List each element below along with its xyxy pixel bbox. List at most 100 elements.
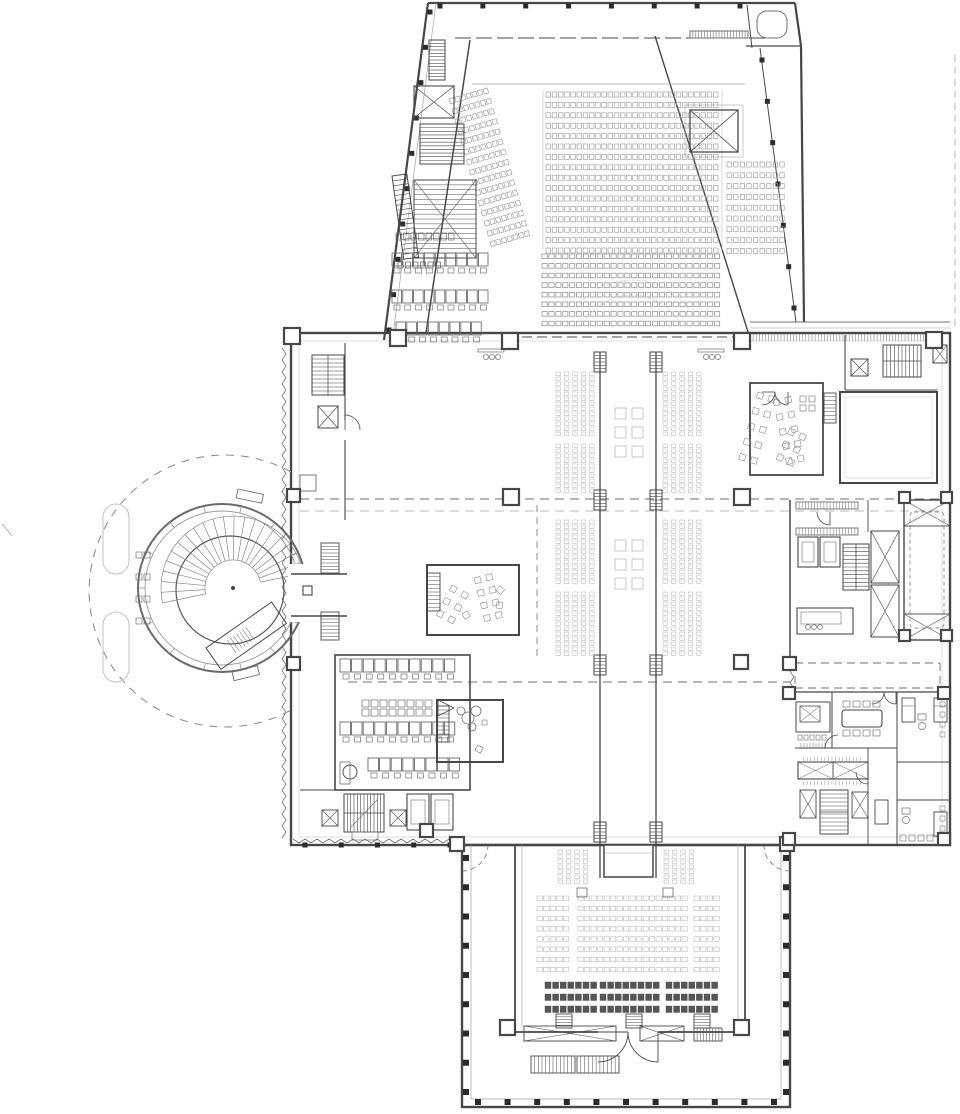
path [437, 699, 455, 717]
south-hall-rows [577, 895, 688, 973]
rect [477, 348, 505, 353]
bridge-stair [320, 542, 340, 574]
northeast-stair [882, 344, 922, 378]
grid [393, 267, 487, 274]
elevator [819, 536, 841, 568]
rect [795, 701, 831, 733]
grid [797, 734, 827, 741]
scattered-chairs [738, 391, 776, 465]
hedge [102, 611, 130, 683]
stage-shaft [689, 109, 739, 153]
scattered-chairs [435, 584, 470, 625]
hatch [795, 527, 859, 536]
bridge-stair [320, 611, 340, 641]
line [793, 2, 803, 47]
line [1, 523, 13, 537]
west-shaft [413, 85, 455, 119]
person-symbol [488, 353, 495, 360]
col [732, 487, 752, 507]
circle [811, 624, 817, 630]
rect [684, 104, 744, 158]
rect [461, 610, 471, 620]
grid [391, 289, 489, 304]
hatch [689, 30, 749, 39]
grid [555, 591, 595, 656]
rect [909, 511, 945, 629]
rect [697, 348, 725, 353]
circle [456, 706, 466, 716]
xbox [870, 584, 900, 638]
rect [231, 665, 260, 682]
rect [410, 799, 426, 825]
rect [844, 396, 933, 479]
xbox [389, 809, 407, 827]
auditorium-west-wall [382, 2, 430, 341]
col [732, 1018, 751, 1037]
arc [871, 691, 885, 705]
grid [599, 981, 660, 1013]
col [448, 835, 466, 853]
grid [473, 573, 503, 623]
rect [917, 713, 927, 721]
grid [395, 232, 455, 241]
col [498, 1018, 517, 1037]
line [654, 35, 749, 333]
piano [756, 10, 788, 39]
grid [662, 519, 702, 584]
rect [302, 585, 313, 596]
person-symbol [715, 353, 722, 360]
grid [662, 591, 702, 656]
hatch [555, 1013, 573, 1029]
col [501, 487, 521, 507]
bed [874, 799, 889, 825]
col [897, 628, 912, 643]
skylight-grid [614, 407, 644, 458]
arc [584, 294, 680, 323]
line [392, 2, 437, 336]
annex-inner-drum [175, 535, 285, 645]
hatch [593, 821, 607, 843]
hatch [226, 626, 255, 654]
rect [299, 474, 317, 492]
grid [342, 673, 454, 680]
circle [817, 624, 823, 630]
rect [288, 564, 314, 622]
rect [495, 585, 506, 595]
grid [665, 981, 718, 1013]
south-hall-front-rows [544, 981, 597, 1013]
colonnade-columns-east [783, 855, 789, 1095]
col [285, 655, 302, 672]
elevator [406, 793, 430, 831]
col [732, 653, 750, 671]
rect [339, 761, 351, 785]
col [500, 331, 520, 351]
hatch [593, 489, 607, 511]
hatch [823, 392, 837, 424]
col [936, 685, 952, 701]
grid [775, 427, 807, 467]
grid [393, 304, 487, 311]
grid [361, 699, 433, 717]
hedge [102, 503, 130, 575]
col [781, 655, 798, 672]
grid [662, 443, 702, 493]
west-wedge-stair-2 [419, 123, 465, 165]
auditorium-seating-rear [541, 253, 721, 327]
circle [467, 722, 477, 732]
rect [901, 807, 911, 815]
stack-shelving [555, 371, 595, 436]
rect [434, 799, 450, 825]
arc [774, 391, 789, 406]
grid [536, 895, 570, 973]
hatch [649, 821, 663, 843]
rect [481, 719, 488, 726]
grid [555, 443, 595, 493]
freight-core [903, 499, 951, 641]
rect [662, 887, 674, 898]
circle [805, 624, 811, 630]
col [936, 831, 952, 847]
col [285, 487, 302, 504]
col [939, 628, 954, 643]
